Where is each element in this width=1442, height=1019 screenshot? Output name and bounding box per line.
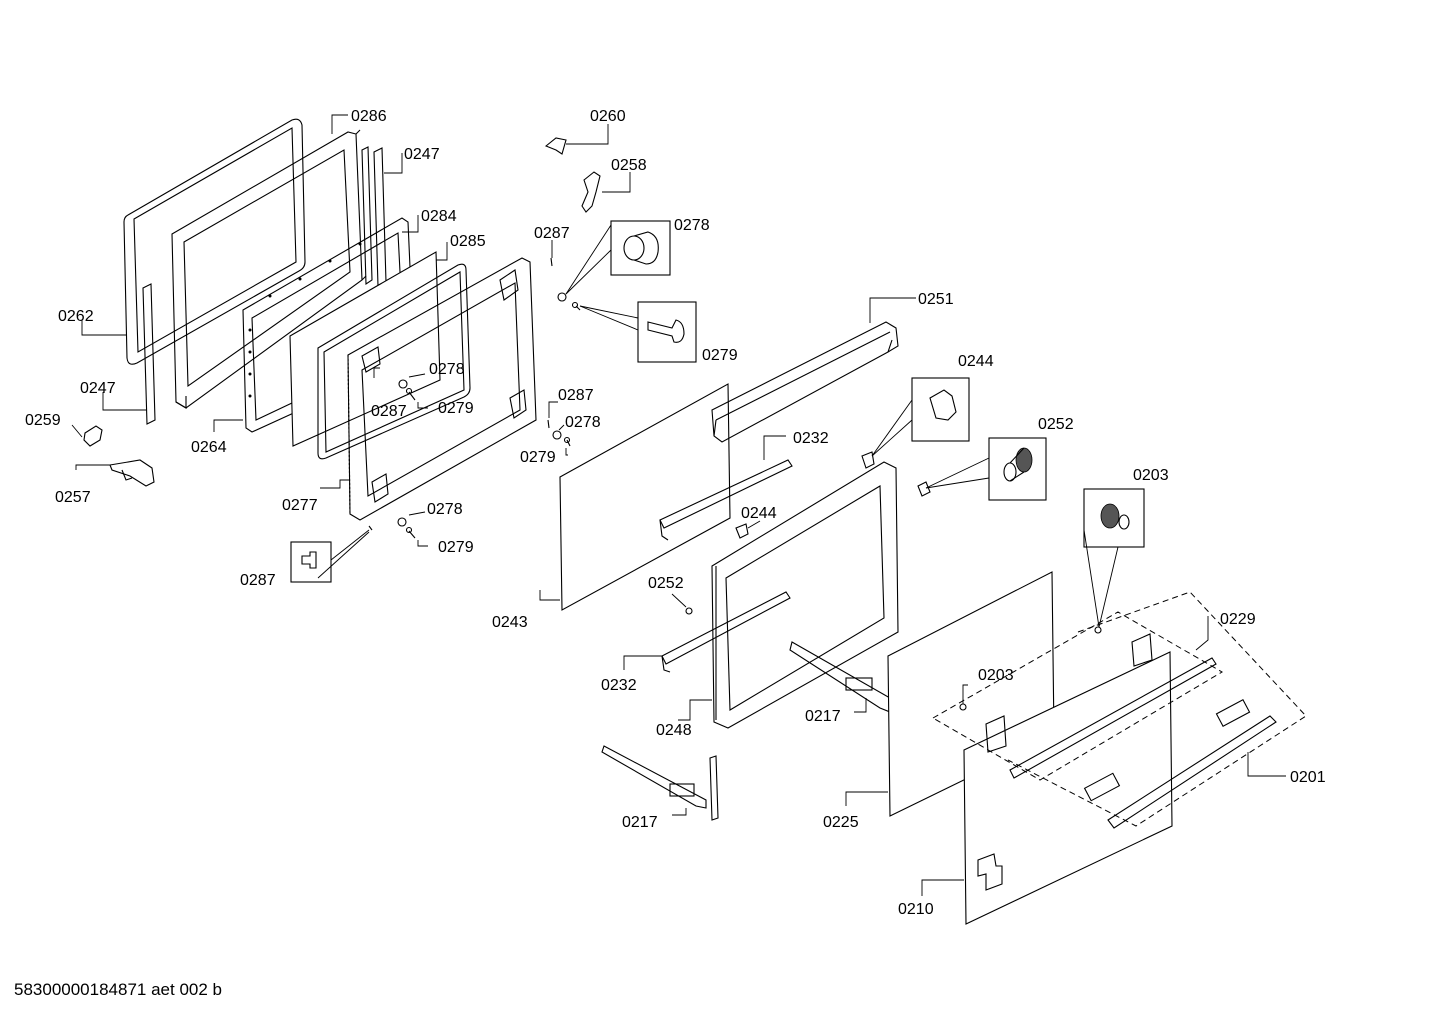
door-gasket-0262 xyxy=(123,118,306,365)
label-0258: 0258 xyxy=(611,157,647,174)
screw-0287-top xyxy=(550,257,553,267)
label-0232: 0232 xyxy=(601,677,637,694)
label-0247: 0247 xyxy=(80,380,116,397)
label-0278: 0278 xyxy=(427,501,463,518)
label-0244: 0244 xyxy=(741,505,777,522)
label-0229: 0229 xyxy=(1220,611,1256,628)
label-0210: 0210 xyxy=(898,901,934,918)
side-panel-0210 xyxy=(963,651,1173,925)
label-0225: 0225 xyxy=(823,814,859,831)
side-strip-0247-bottom xyxy=(142,283,156,425)
control-module-0201 xyxy=(931,591,1307,829)
label-0217: 0217 xyxy=(805,708,841,725)
telescopic-rail-0217-right xyxy=(789,641,891,713)
label-0279: 0279 xyxy=(702,347,738,364)
hinge-clip-0259 xyxy=(83,425,103,447)
label-0262: 0262 xyxy=(58,308,94,325)
label-0257: 0257 xyxy=(55,489,91,506)
label-0264: 0264 xyxy=(191,439,227,456)
label-0287: 0287 xyxy=(240,572,276,589)
screw-detail-box-0287 xyxy=(290,541,332,583)
label-0278: 0278 xyxy=(429,361,465,378)
leader-lines xyxy=(71,114,1286,896)
clip-detail-box-0244 xyxy=(861,377,970,469)
label-0259: 0259 xyxy=(25,412,61,429)
screw-0287-small xyxy=(368,525,373,531)
label-0203: 0203 xyxy=(1133,467,1169,484)
rail-0232-lower xyxy=(661,591,791,673)
label-0243: 0243 xyxy=(492,614,528,631)
door-frame-0286 xyxy=(171,129,367,409)
label-0279: 0279 xyxy=(438,539,474,556)
spacer-detail-box-0278 xyxy=(557,220,671,302)
inner-door-frame-0277 xyxy=(347,257,537,521)
glass-gasket-0285 xyxy=(317,263,471,460)
label-0251: 0251 xyxy=(918,291,954,308)
knob-detail-box-0203 xyxy=(1083,488,1145,548)
spacer-0278-a xyxy=(398,379,408,389)
label-0278: 0278 xyxy=(565,414,601,431)
label-0286: 0286 xyxy=(351,108,387,125)
part-labels: 0286 0247 0284 0285 0262 0247 0259 0257 … xyxy=(25,108,1326,918)
top-rail-0251 xyxy=(711,321,899,443)
glass-pane-0284 xyxy=(289,251,441,447)
screw-0279-b xyxy=(405,526,416,539)
label-0252: 0252 xyxy=(648,575,684,592)
label-0287: 0287 xyxy=(371,403,407,420)
rail-0232-upper xyxy=(659,459,793,541)
label-0201: 0201 xyxy=(1290,769,1326,786)
knob-detail-box-0252 xyxy=(917,437,1047,501)
screw-detail-box-0279 xyxy=(571,301,697,363)
label-0247: 0247 xyxy=(404,146,440,163)
glass-panel-0243 xyxy=(559,383,731,611)
label-0279: 0279 xyxy=(520,449,556,466)
label-0285: 0285 xyxy=(450,233,486,250)
drawing-code: 58300000184871 aet 002 b xyxy=(14,980,222,999)
hinge-bracket-0257 xyxy=(109,459,155,487)
label-0279: 0279 xyxy=(438,400,474,417)
hinge-part-0258 xyxy=(581,171,601,213)
spacer-0278-b xyxy=(397,517,407,527)
label-0252: 0252 xyxy=(1038,416,1074,433)
oven-front-frame-0248 xyxy=(711,461,899,729)
side-strip-0247-top xyxy=(361,146,387,287)
label-0203: 0203 xyxy=(978,667,1014,684)
label-0248: 0248 xyxy=(656,722,692,739)
label-0260: 0260 xyxy=(590,108,626,125)
label-0232: 0232 xyxy=(793,430,829,447)
screw-0287-mid xyxy=(547,419,550,429)
screw-0252-small xyxy=(685,607,693,615)
label-0217: 0217 xyxy=(622,814,658,831)
screw-0279-c xyxy=(563,436,571,447)
clip-0244-small xyxy=(735,523,749,539)
label-0244: 0244 xyxy=(958,353,994,370)
label-0278: 0278 xyxy=(674,217,710,234)
hinge-part-0260 xyxy=(544,137,567,155)
telescopic-rail-0217-left xyxy=(601,745,719,821)
screw-0279-a xyxy=(405,387,416,401)
spacer-0278-c xyxy=(552,430,562,440)
label-0287: 0287 xyxy=(558,387,594,404)
label-0277: 0277 xyxy=(282,497,318,514)
label-0287: 0287 xyxy=(534,225,570,242)
label-0284: 0284 xyxy=(421,208,457,225)
